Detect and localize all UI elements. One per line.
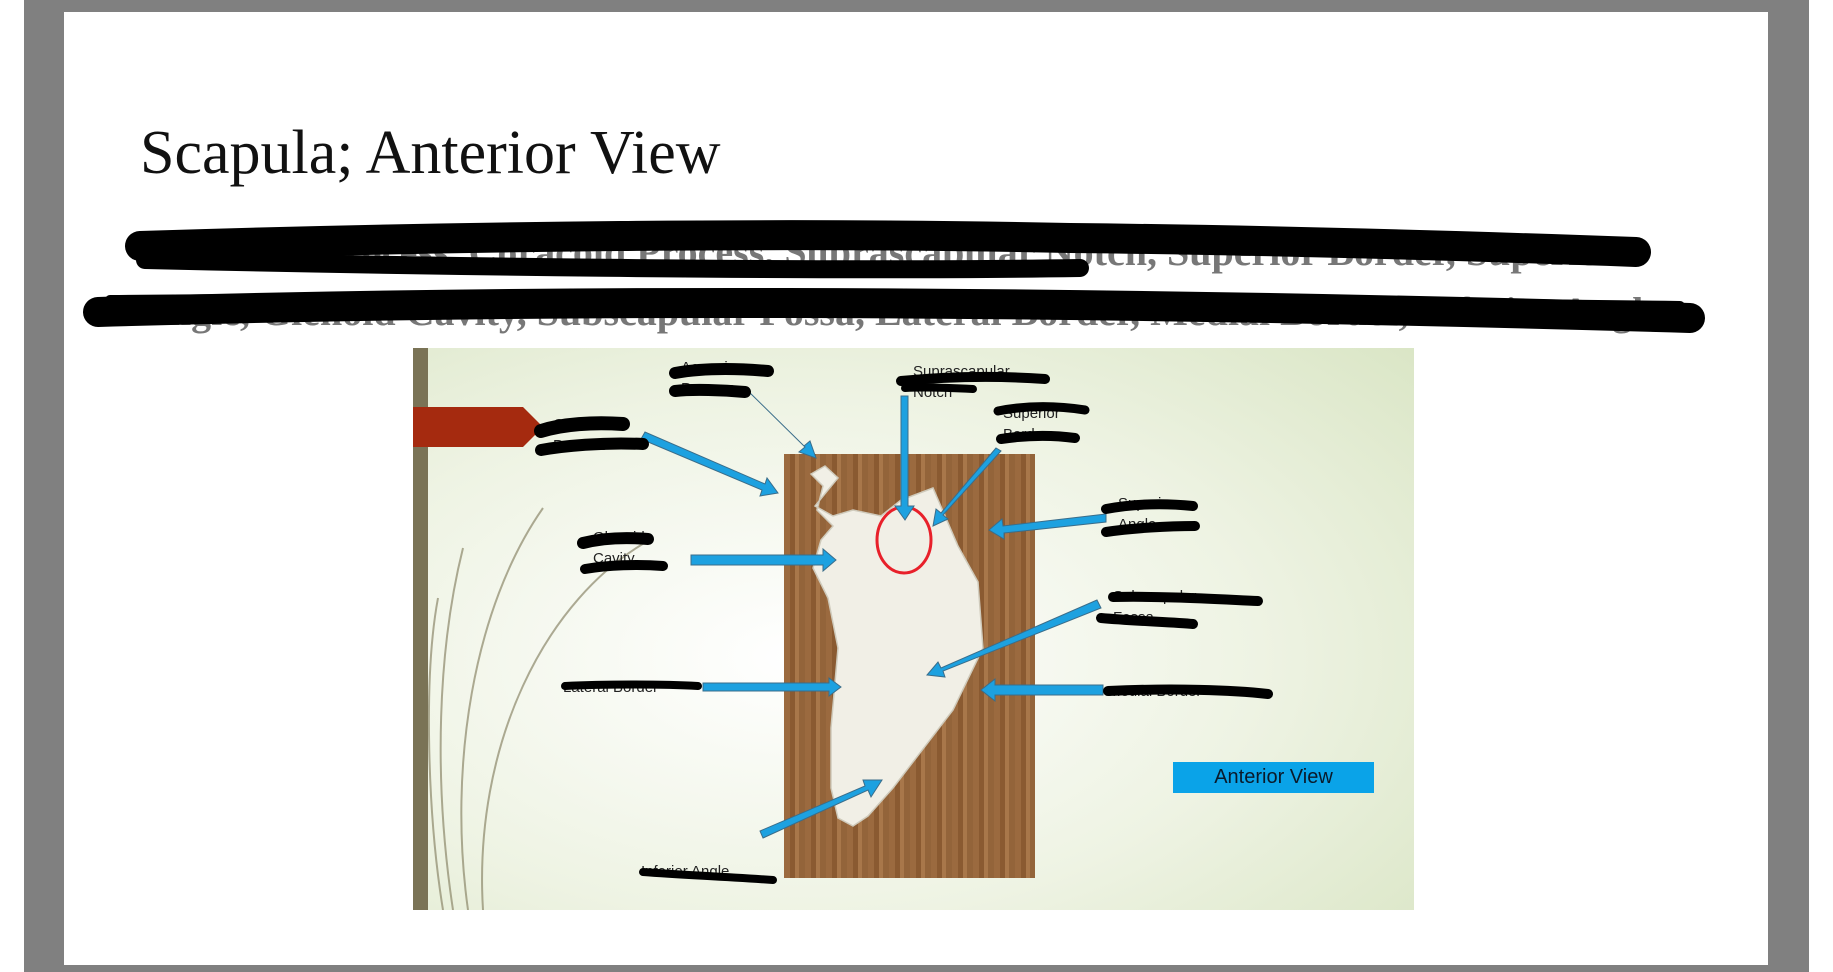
label-redaction-mark <box>669 362 774 379</box>
label-redaction-mark <box>1101 521 1200 537</box>
arrow-glenoid <box>690 547 837 573</box>
arrow-coracoid <box>640 431 779 497</box>
scapula-bone-image <box>809 465 984 827</box>
label-redaction-mark <box>639 868 777 884</box>
arrow-suprascapular <box>894 395 915 521</box>
label-redaction-mark <box>896 371 1050 386</box>
label-redaction-mark <box>993 402 1090 416</box>
label-redaction-mark <box>580 560 668 574</box>
grass-decoration <box>427 507 654 910</box>
arrow-subscapular <box>926 599 1102 678</box>
label-redaction-mark <box>535 437 649 456</box>
arrow-superior-angle <box>988 513 1107 540</box>
label-redaction-mark <box>577 532 654 549</box>
arrow-acromion <box>743 386 817 459</box>
slide-side-bar <box>413 348 428 910</box>
accent-tab-icon <box>413 407 543 447</box>
label-redaction-mark <box>1101 499 1198 514</box>
page-title: Scapula; Anterior View <box>140 119 721 187</box>
anterior-view-badge: Anterior View <box>1173 762 1374 793</box>
scapula-diagram: Acromion Process Coracoid Process Supras… <box>534 359 1273 884</box>
label-redaction-mark <box>901 383 977 393</box>
arrow-lateral-border <box>702 677 842 697</box>
arrow-medial-border <box>980 677 1104 703</box>
label-redaction-mark <box>1103 684 1273 699</box>
word-bank-line-1: Acromion Process, Coracoid Process, Supr… <box>140 229 1617 274</box>
word-bank: Acromion Process, Coracoid Process, Supr… <box>140 222 1680 342</box>
arrow-inferior-angle <box>759 779 883 839</box>
arrow-superior-border <box>932 447 1002 527</box>
label-redaction-mark <box>1096 613 1198 629</box>
label-redaction-mark <box>561 680 702 690</box>
label-redaction-mark <box>669 383 751 398</box>
word-bank-line-2: Angle, Glenoid Cavity, Subscapular Fossa… <box>140 289 1662 334</box>
label-redaction-mark <box>534 416 630 438</box>
label-redaction-mark <box>996 430 1080 444</box>
diagram-slide: Acromion Process Coracoid Process Supras… <box>413 348 1414 910</box>
label-redactions <box>534 362 1273 884</box>
label-redaction-mark <box>1108 591 1263 606</box>
